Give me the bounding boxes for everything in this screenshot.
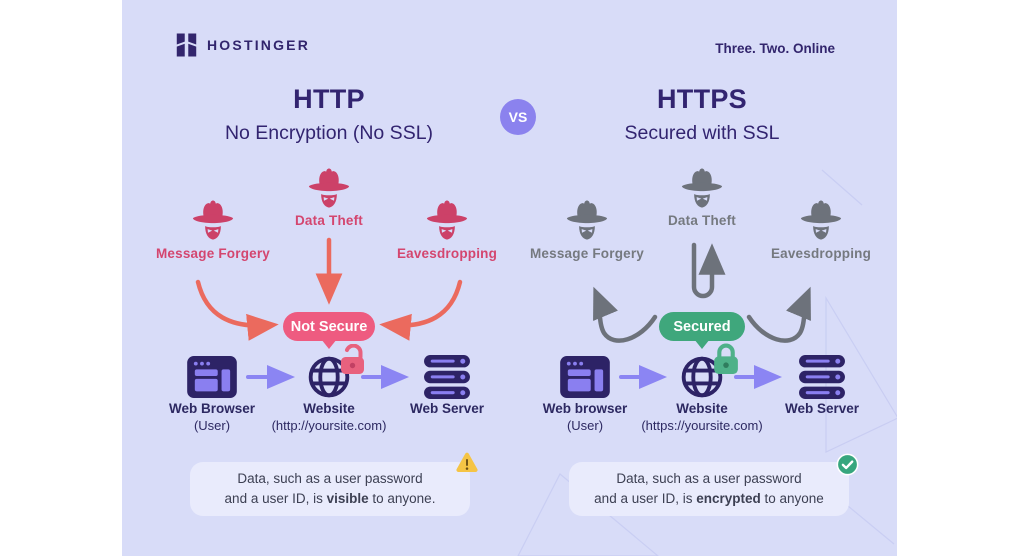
bounce-arrow-data-theft bbox=[691, 242, 726, 299]
tagline: Three. Two. Online bbox=[715, 41, 835, 56]
web-server-icon bbox=[797, 355, 847, 399]
spy-icon bbox=[679, 166, 725, 209]
not-secure-badge: Not Secure bbox=[283, 312, 375, 341]
spy-icon bbox=[798, 198, 844, 241]
node-label-web-server: Web Server bbox=[409, 401, 485, 416]
node-sublabel-http-url: (http://yoursite.com) bbox=[271, 418, 387, 433]
spy-icon bbox=[424, 198, 470, 241]
https-title: HTTPS bbox=[656, 84, 747, 114]
node-sublabel-user: (User) bbox=[566, 418, 604, 433]
node-label-web-server: Web Server bbox=[784, 401, 860, 416]
spy-icon bbox=[306, 166, 352, 209]
closed-padlock-icon bbox=[714, 343, 738, 374]
https-subtitle: Secured with SSL bbox=[624, 122, 780, 144]
threat-label-data-theft: Data Theft bbox=[294, 213, 363, 228]
threat-label-eavesdropping: Eavesdropping bbox=[770, 246, 872, 261]
attack-arrow-eavesdropping bbox=[379, 279, 463, 341]
vs-badge: VS bbox=[500, 99, 536, 135]
node-label-website: Website bbox=[676, 401, 728, 416]
https-note-line2: and a user ID, is encrypted to anyone bbox=[594, 491, 824, 506]
hostinger-logo: HOSTINGER bbox=[175, 33, 310, 57]
threat-label-message-forgery: Message Forgery bbox=[155, 246, 271, 261]
attack-arrow-message-forgery bbox=[195, 279, 279, 341]
secured-badge-tail bbox=[694, 339, 710, 349]
http-note-line1: Data, such as a user password bbox=[237, 471, 423, 486]
https-note-box: Data, such as a user password and a user… bbox=[569, 462, 849, 516]
http-title: HTTP bbox=[293, 84, 365, 114]
http-subtitle: No Encryption (No SSL) bbox=[224, 122, 434, 144]
open-padlock-icon bbox=[341, 344, 364, 374]
warning-icon bbox=[456, 452, 478, 472]
infographic-panel: HOSTINGER Three. Two. Online HTTP No Enc… bbox=[122, 0, 897, 556]
not-secure-badge-tail bbox=[321, 339, 337, 349]
web-browser-icon bbox=[560, 356, 610, 398]
node-label-web-browser: Web Browser bbox=[168, 401, 256, 416]
node-sublabel-https-url: (https://yoursite.com) bbox=[641, 418, 763, 433]
web-browser-icon bbox=[187, 356, 237, 398]
https-note-line1: Data, such as a user password bbox=[616, 471, 802, 486]
check-icon bbox=[836, 453, 859, 476]
threat-label-eavesdropping: Eavesdropping bbox=[396, 246, 498, 261]
threat-label-message-forgery: Message Forgery bbox=[529, 246, 645, 261]
node-label-web-browser: Web browser bbox=[542, 401, 628, 416]
node-label-website: Website bbox=[303, 401, 355, 416]
threat-label-data-theft: Data Theft bbox=[667, 213, 736, 228]
http-note-box: Data, such as a user password and a user… bbox=[190, 462, 470, 516]
web-server-icon bbox=[422, 355, 472, 399]
bounce-arrow-message-forgery bbox=[593, 286, 658, 343]
hostinger-logo-text: HOSTINGER bbox=[207, 37, 311, 53]
hostinger-logo-icon bbox=[176, 33, 197, 57]
spy-icon bbox=[564, 198, 610, 241]
bounce-arrow-eavesdropping bbox=[746, 286, 811, 343]
https-heading: HTTPS Secured with SSL bbox=[542, 84, 862, 145]
node-sublabel-user: (User) bbox=[193, 418, 231, 433]
spy-icon bbox=[190, 198, 236, 241]
secured-badge: Secured bbox=[659, 312, 745, 341]
http-note-line2: and a user ID, is visible to anyone. bbox=[224, 491, 436, 506]
http-heading: HTTP No Encryption (No SSL) bbox=[169, 84, 489, 145]
